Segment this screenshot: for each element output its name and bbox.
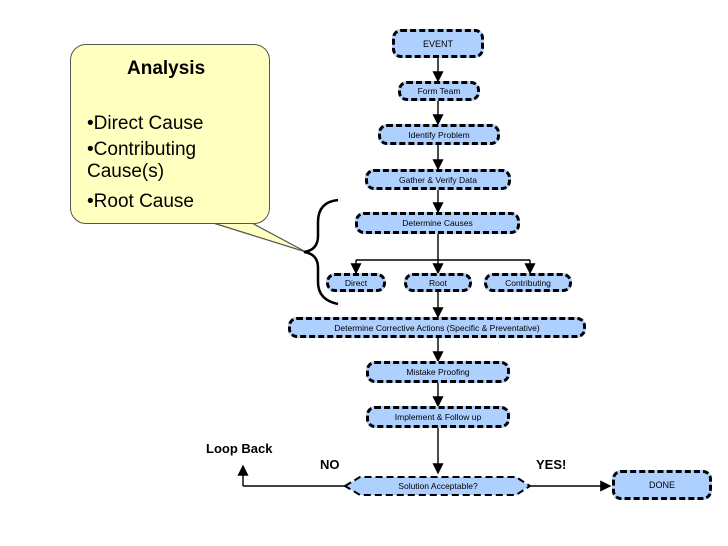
brace-icon [303,198,339,306]
contributing-box: Contributing [484,273,572,292]
gather-verify-data-box: Gather & Verify Data [365,169,511,190]
callout-item-contributing-cause: •Contributing Cause(s) [87,139,197,182]
mistake-proofing-box: Mistake Proofing [366,361,510,383]
analysis-callout: Analysis •Direct Cause •Contributing Cau… [70,44,270,224]
no-label: NO [320,457,340,472]
callout-pointer [209,221,307,253]
decision-shape [343,476,532,496]
corrective-actions-box: Determine Corrective Actions (Specific &… [288,317,586,338]
form-team-box: Form Team [398,81,480,101]
determine-causes-box: Determine Causes [355,212,520,234]
loop-back-label: Loop Back [206,441,273,456]
implement-follow-up-box: Implement & Follow up [366,406,510,428]
done-box: DONE [612,470,712,500]
direct-box: Direct [326,273,386,292]
root-box: Root [404,273,472,292]
solution-acceptable-label: Solution Acceptable? [398,481,478,491]
callout-item-direct-cause: •Direct Cause [87,113,204,134]
identify-problem-box: Identify Problem [378,124,500,145]
callout-item-root-cause: •Root Cause [87,191,194,212]
event-box: EVENT [392,29,484,58]
callout-title: Analysis [127,58,206,79]
yes-label: YES! [536,457,567,472]
